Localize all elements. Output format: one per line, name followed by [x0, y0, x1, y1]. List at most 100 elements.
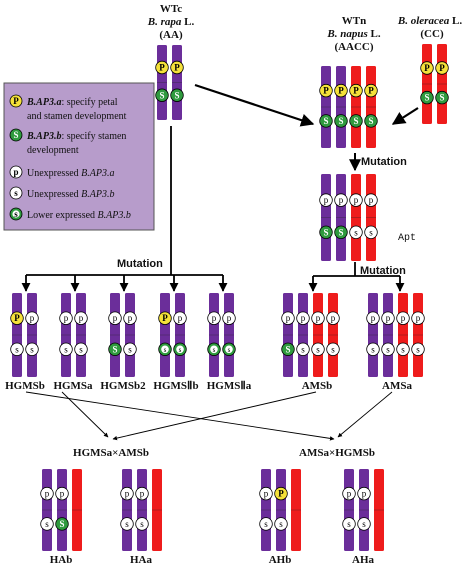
ams-b-chromosome-1-gene-bottom-s-expressed-icon: [281, 342, 295, 356]
ams-b-label: AMSb: [302, 380, 333, 392]
ams-b-chromosome-4-gene-top: p: [326, 311, 340, 325]
legend-p-desc2: and stamen development: [27, 111, 127, 122]
haa-chromosome-1-gene-top-unexpressed-icon: [120, 486, 134, 501]
hgms-b2-chromosome-1: pS: [108, 293, 122, 377]
ams-b-chromosome-3-gene-top-unexpressed-icon: [311, 311, 325, 325]
hgms-b2-chromosome-2-gene-bottom-glyph: s: [128, 344, 132, 354]
hab-chromosome-1-gene-bottom-unexpressed-icon: [40, 517, 54, 531]
hgms-b-label: HGMSb: [5, 380, 45, 392]
hab-chromosome-2-gene-top-glyph: p: [60, 489, 65, 499]
hgms-iia-chromosome-1-gene-top-unexpressed-icon: [207, 311, 221, 325]
apt-chromosome-3-gene-top-glyph: p: [354, 195, 359, 205]
hgms-b-chromosome-2-gene-bottom-unexpressed-icon: [25, 342, 39, 356]
hgms-iia-chromosome-1-gene-bottom-glyph: s: [213, 346, 216, 354]
wtc-chromosome-1-gene-bottom: S: [155, 88, 169, 102]
oleracea-species-suffix: L.: [449, 15, 462, 27]
hgms-iia-chromosome-2-gene-bottom-glyph: s: [228, 346, 231, 354]
ams-a-chromosome-1-gene-top: p: [366, 311, 380, 325]
ams-b-chromosome-2: ps: [296, 293, 310, 377]
hab-chromosome-2: pS: [55, 469, 69, 551]
legend-s-desc2: development: [27, 145, 79, 156]
apt-chromosome-2-gene-top-glyph: p: [339, 195, 344, 205]
haa-chromosome-2-gene-bottom-unexpressed-icon: [135, 517, 149, 531]
ahb-chromosome-2-gene-bottom-unexpressed-icon: [274, 517, 288, 531]
wtn-chromosome-1-gene-top-glyph: P: [323, 86, 329, 96]
ams-b-chromosome-3-gene-bottom-glyph: s: [316, 344, 320, 354]
ams-a-chromosome-4-gene-bottom-glyph: s: [416, 344, 420, 354]
oleracea-chromosome-2: PS: [435, 44, 449, 124]
legend-p-glyph: P: [13, 96, 19, 106]
wtn-chromosome-3-gene-top-p-expressed-icon: [349, 83, 363, 98]
apt-chromosome-3: ps: [349, 174, 363, 261]
hab-chromosome-1-gene-top: p: [40, 486, 54, 501]
ahb-chromosome-1-gene-bottom: s: [259, 517, 273, 531]
ams-a-chromosome-3-gene-bottom-unexpressed-icon: [396, 342, 410, 356]
ahb-chromosome-3: [291, 469, 301, 551]
wtc-chromosome-2-gene-bottom-glyph: S: [174, 90, 179, 100]
hgms-b2-chromosome-1-gene-top-unexpressed-icon: [108, 311, 122, 325]
wtn-chromosome-2-gene-bottom: S: [334, 114, 348, 128]
hgms-iia-label: HGMSⅡa: [207, 380, 252, 392]
legend-lower-prefix: Lower expressed: [27, 210, 98, 221]
ams-a-chromosome-4-gene-bottom: s: [411, 342, 425, 356]
hgms-a-chromosome-2-gene-top-glyph: p: [79, 313, 84, 323]
legend-p-low-glyph: p: [13, 167, 18, 177]
hgms-iia-chromosome-2-gene-bottom-s-lower-inner-icon: [225, 345, 233, 354]
apt-chromosome-1-gene-bottom-s-expressed-icon: [319, 225, 333, 239]
legend-s-unexpressed-icon: [9, 186, 23, 200]
aha-chromosome-2-gene-bottom: s: [357, 517, 371, 531]
wtc-chromosome-2-gene-top-glyph: P: [174, 63, 180, 73]
hgms-b2-chromosome-1-gene-bottom-glyph: S: [112, 344, 117, 354]
legend-s-lower-inner-icon: [12, 210, 20, 218]
ams-a-chromosome-3-gene-bottom-glyph: s: [401, 344, 405, 354]
hab-chromosome-1-gene-top-glyph: p: [45, 489, 50, 499]
ams-a-chromosome-4-gene-top-unexpressed-icon: [411, 311, 425, 325]
arrow-wtc-to-wtn: [194, 83, 315, 127]
haa-chromosome-1-gene-bottom-unexpressed-icon: [120, 517, 134, 531]
hgms-iib-chromosome-2-gene-top-glyph: p: [178, 313, 183, 323]
ams-a-chromosome-4: ps: [411, 293, 425, 377]
ams-b-chromosome-3-gene-top-glyph: p: [316, 313, 321, 323]
wtn-chromosome-1-gene-top-p-expressed-icon: [319, 83, 333, 98]
ahb-chromosome-1-gene-bottom-glyph: s: [264, 519, 268, 529]
apt-chromosome-4-gene-top: p: [364, 193, 378, 207]
hgms-a-chromosome-1-gene-top-unexpressed-icon: [59, 311, 73, 325]
apt-chromosome-2: pS: [334, 174, 348, 261]
wtn-chromosome-2-gene-top: P: [334, 83, 348, 98]
oleracea-chromosome-1-gene-bottom: S: [420, 90, 434, 105]
hgms-b-chromosome-2-gene-top: p: [25, 311, 39, 325]
legend-s-text: B.AP3.b: specify stamen: [26, 131, 126, 142]
apt-chromosome-4: ps: [364, 174, 378, 261]
aha-chromosome-2-gene-bottom-glyph: s: [362, 519, 366, 529]
ams-b-chromosome-3-gene-top: p: [311, 311, 325, 325]
cross-hgmsb-right: [25, 391, 335, 441]
hgms-iib-chromosome-1-gene-top: P: [158, 311, 172, 325]
hgms-a-chromosome-2-gene-top: p: [74, 311, 88, 325]
haa-chromosome-2: ps: [135, 469, 149, 551]
wtn-chromosome-4-gene-bottom: S: [364, 114, 378, 128]
legend-box: [3, 82, 155, 231]
wtn-chromosome-3: PS: [349, 66, 363, 148]
hgms-b-chromosome-1-gene-top: P: [10, 311, 24, 325]
ams-a-label: AMSa: [382, 380, 412, 392]
oleracea-chromosome-2-gene-bottom-s-expressed-icon: [435, 90, 449, 105]
hgms-b2-chromosome-2-gene-bottom-unexpressed-icon: [123, 342, 137, 356]
hgms-b2-chromosome-1-gene-bottom: S: [108, 342, 122, 356]
progeny-hab-label: HAb: [50, 554, 73, 566]
wtc-chromosome-1-gene-top-p-expressed-icon: [155, 60, 169, 75]
wtc-species-name: B. rapa: [147, 16, 182, 28]
ahb-chromosome-1-gene-top: p: [259, 486, 273, 501]
ams-b-chromosome-4-gene-top-unexpressed-icon: [326, 311, 340, 325]
hab-chromosome-1-gene-top-unexpressed-icon: [40, 486, 54, 501]
hgms-b2-chromosome-2-gene-top: p: [123, 311, 137, 325]
hab-chromosome-1: ps: [40, 469, 54, 551]
hgms-b2-chromosome-2-gene-bottom: s: [123, 342, 137, 356]
ams-a-chromosome-1: ps: [366, 293, 380, 377]
haa-chromosome-1: ps: [120, 469, 134, 551]
apt-chromosome-3-gene-top: p: [349, 193, 363, 207]
hab-chromosome-2-gene-bottom: S: [55, 517, 69, 531]
ams-b-chromosome-4-gene-bottom-glyph: s: [331, 344, 335, 354]
hgms-b-chromosome-1-gene-top-glyph: P: [14, 313, 20, 323]
